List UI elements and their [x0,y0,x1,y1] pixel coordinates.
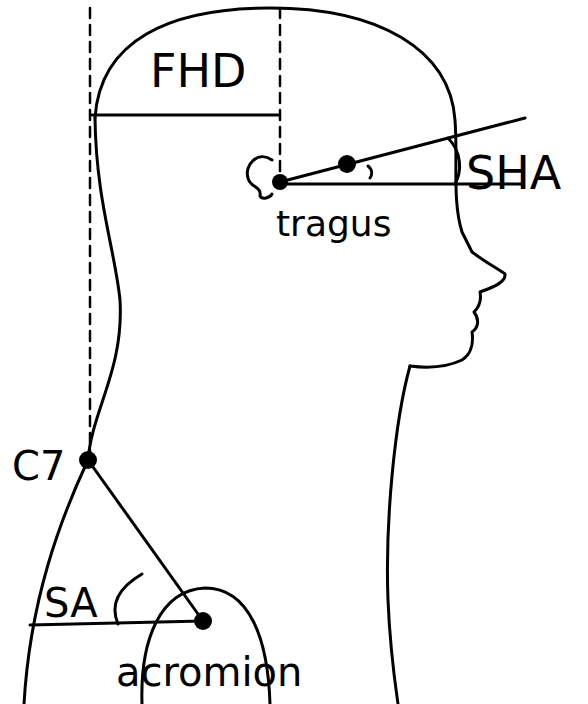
fhd-line [92,114,278,117]
neck-back [88,118,120,460]
acromion-point [194,612,212,630]
plumb-line-c7 [89,8,92,458]
c7-acromion-line [88,460,203,621]
plumb-line-tragus [279,8,282,178]
ear [247,157,272,198]
head-outline [95,8,505,367]
neck-front [387,366,410,704]
landmark-label: tragus [276,206,391,242]
angle-label: SA [44,583,98,623]
eye-point [338,155,356,173]
sha-angle-arc [448,138,460,184]
c7-point [79,451,97,469]
landmark-label: C7 [12,446,65,486]
angle-label: SHA [466,150,561,196]
back-line [24,460,88,704]
eye-angle-mark [368,166,372,178]
landmark-label: acromion [116,652,302,692]
sa-angle-arc [115,574,142,624]
distance-label: FHD [150,48,246,94]
tragus-point [272,174,288,190]
